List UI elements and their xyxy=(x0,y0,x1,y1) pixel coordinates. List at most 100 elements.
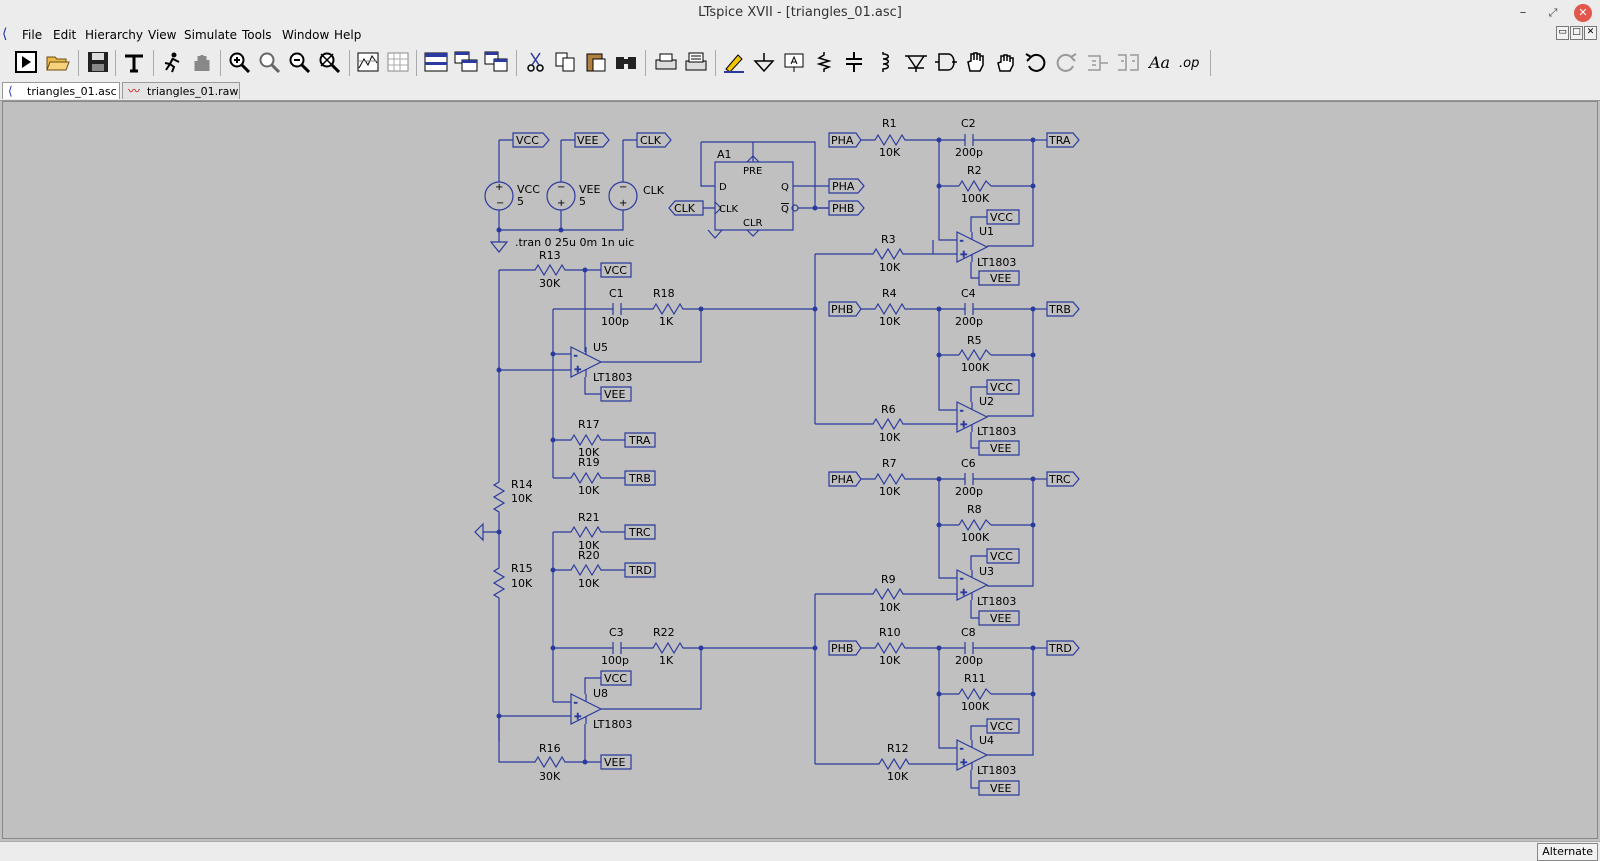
component-ref[interactable]: R17 xyxy=(578,418,600,431)
net-label-trb[interactable]: TRB xyxy=(628,472,651,485)
autorange-icon[interactable] xyxy=(356,50,380,74)
save-icon[interactable] xyxy=(86,50,110,74)
net-label-vcc[interactable]: VCC xyxy=(990,381,1013,394)
text-aa-icon[interactable]: Aa xyxy=(1148,50,1172,74)
component-ref[interactable]: R16 xyxy=(539,742,561,755)
grid-toggle-icon[interactable] xyxy=(386,50,410,74)
component-value[interactable]: 1K xyxy=(659,315,674,328)
net-label-vcc[interactable]: VCC xyxy=(990,550,1013,563)
component-value[interactable]: 10K xyxy=(887,770,909,783)
schematic-drawing[interactable]: - + xyxy=(3,102,1597,838)
component-ref[interactable]: U1 xyxy=(979,225,994,238)
zoom-in-icon[interactable] xyxy=(228,50,252,74)
net-label-clk[interactable]: CLK xyxy=(674,202,696,215)
net-label-clk[interactable]: CLK xyxy=(640,134,662,147)
halt-hand-icon[interactable] xyxy=(190,50,214,74)
net-label-phb[interactable]: PHB xyxy=(832,202,854,215)
zoom-fit-icon[interactable] xyxy=(318,50,342,74)
net-label-pha[interactable]: PHA xyxy=(831,134,854,147)
net-label-vee[interactable]: VEE xyxy=(577,134,598,147)
net-label-vee[interactable]: VEE xyxy=(990,272,1011,285)
menu-file[interactable]: File xyxy=(22,28,43,42)
component-ref[interactable]: C8 xyxy=(961,626,976,639)
component-ref[interactable]: R8 xyxy=(967,503,982,516)
component-ref[interactable]: R9 xyxy=(881,573,896,586)
schematic-canvas[interactable]: - + xyxy=(2,101,1598,839)
drag-hand-icon[interactable] xyxy=(994,50,1018,74)
component-ref[interactable]: R20 xyxy=(578,549,600,562)
component-ref[interactable]: R7 xyxy=(882,457,897,470)
component-value[interactable]: 1K xyxy=(659,654,674,667)
menu-hierarchy[interactable]: Hierarchy xyxy=(85,28,144,42)
component-ref[interactable]: R21 xyxy=(578,511,600,524)
draw-wire-pencil-icon[interactable] xyxy=(722,50,746,74)
component-value[interactable]: 100K xyxy=(961,192,990,205)
component-ref[interactable]: U3 xyxy=(979,565,994,578)
redo-icon[interactable] xyxy=(1054,50,1078,74)
component-value[interactable]: 10K xyxy=(879,261,901,274)
cascade-windows-icon[interactable] xyxy=(454,50,478,74)
component-ref[interactable]: U2 xyxy=(979,395,994,408)
component-ref[interactable]: R22 xyxy=(653,626,675,639)
undo-icon[interactable] xyxy=(1024,50,1048,74)
maximize-button[interactable]: ⤢ xyxy=(1548,6,1558,19)
component-ref[interactable]: R13 xyxy=(539,249,561,262)
component-value[interactable]: 10K xyxy=(578,484,600,497)
net-label-trd[interactable]: TRD xyxy=(628,564,652,577)
menu-edit[interactable]: Edit xyxy=(53,28,77,42)
component-value[interactable]: 200p xyxy=(955,146,983,159)
source-vee-name[interactable]: VEE xyxy=(579,183,600,196)
net-label-vcc[interactable]: VCC xyxy=(604,264,627,277)
find-binoculars-icon[interactable] xyxy=(614,50,638,74)
menu-view[interactable]: View xyxy=(148,28,177,42)
component-value[interactable]: 30K xyxy=(539,277,561,290)
print-setup-icon[interactable] xyxy=(654,50,678,74)
component-value[interactable]: 200p xyxy=(955,315,983,328)
menu-window[interactable]: Window xyxy=(282,28,330,42)
component-ref[interactable]: R10 xyxy=(879,626,901,639)
source-vee-value[interactable]: 5 xyxy=(579,195,586,208)
spice-directive-op-icon[interactable]: .op xyxy=(1178,50,1202,74)
menu-simulate[interactable]: Simulate xyxy=(184,28,238,42)
net-label-phb[interactable]: PHB xyxy=(831,303,853,316)
resistor-icon[interactable] xyxy=(812,50,836,74)
component-value[interactable]: 10K xyxy=(879,485,901,498)
minimize-button[interactable]: – xyxy=(1519,5,1527,20)
menu-help[interactable]: Help xyxy=(334,28,362,42)
component-value[interactable]: 10K xyxy=(879,654,901,667)
net-label-pha[interactable]: PHA xyxy=(832,180,855,193)
net-label-vee[interactable]: VEE xyxy=(990,442,1011,455)
source-vcc-value[interactable]: 5 xyxy=(517,195,524,208)
copy-icon[interactable] xyxy=(554,50,578,74)
component-value[interactable]: LT1803 xyxy=(977,425,1016,438)
component-ref[interactable]: R2 xyxy=(967,164,982,177)
component-value[interactable]: 10K xyxy=(879,601,901,614)
menu-tools[interactable]: Tools xyxy=(242,28,272,42)
spice-directive[interactable]: .tran 0 25u 0m 1n uic xyxy=(515,236,634,249)
component-value[interactable]: 100K xyxy=(961,700,990,713)
component-ref[interactable]: C3 xyxy=(609,626,624,639)
mirror-icon[interactable] xyxy=(1116,50,1140,74)
component-value[interactable]: 10K xyxy=(879,431,901,444)
component-ref[interactable]: R6 xyxy=(881,403,896,416)
tab-waveform[interactable]: 〰 triangles_01.raw xyxy=(122,82,240,99)
ltspice-app-icon[interactable]: ⟨ xyxy=(2,26,8,42)
source-clk-name[interactable]: CLK xyxy=(643,184,665,197)
component-value[interactable]: LT1803 xyxy=(593,371,632,384)
component-value[interactable]: 30K xyxy=(539,770,561,783)
run-icon[interactable] xyxy=(14,50,38,74)
cut-scissors-icon[interactable] xyxy=(524,50,548,74)
mdi-close-button[interactable]: ✕ xyxy=(1584,26,1597,40)
print-icon[interactable] xyxy=(684,50,708,74)
component-ref[interactable]: U5 xyxy=(593,341,608,354)
diode-icon[interactable] xyxy=(904,50,928,74)
net-label-vcc[interactable]: VCC xyxy=(604,672,627,685)
component-ref[interactable]: R4 xyxy=(882,287,897,300)
component-ref[interactable]: C1 xyxy=(609,287,624,300)
run-man-icon[interactable] xyxy=(160,50,184,74)
source-vcc-name[interactable]: VCC xyxy=(517,183,540,196)
component-ref[interactable]: U8 xyxy=(593,687,608,700)
inductor-icon[interactable] xyxy=(872,50,896,74)
control-panel-hammer-icon[interactable] xyxy=(122,50,146,74)
net-label-vcc[interactable]: VCC xyxy=(990,211,1013,224)
